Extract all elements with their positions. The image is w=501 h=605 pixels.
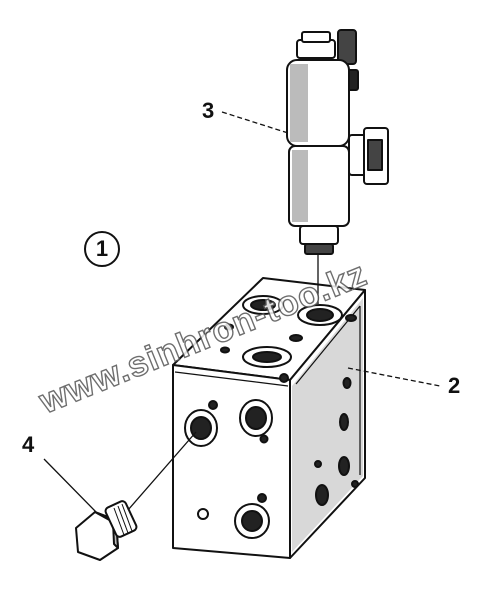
- figure-number-label: 1: [84, 231, 120, 267]
- leader-line-4: [43, 458, 99, 515]
- valve-block: [172, 277, 366, 559]
- callout-2: 2: [448, 373, 461, 398]
- callout-4: 4: [22, 432, 35, 457]
- plug-fitting: [75, 500, 138, 561]
- solenoid-valve: [286, 29, 389, 255]
- figure-number-text: 1: [95, 236, 109, 261]
- leader-line-3: [221, 111, 289, 134]
- callout-3: 3: [202, 98, 215, 123]
- assembly-line-plug: [127, 431, 197, 511]
